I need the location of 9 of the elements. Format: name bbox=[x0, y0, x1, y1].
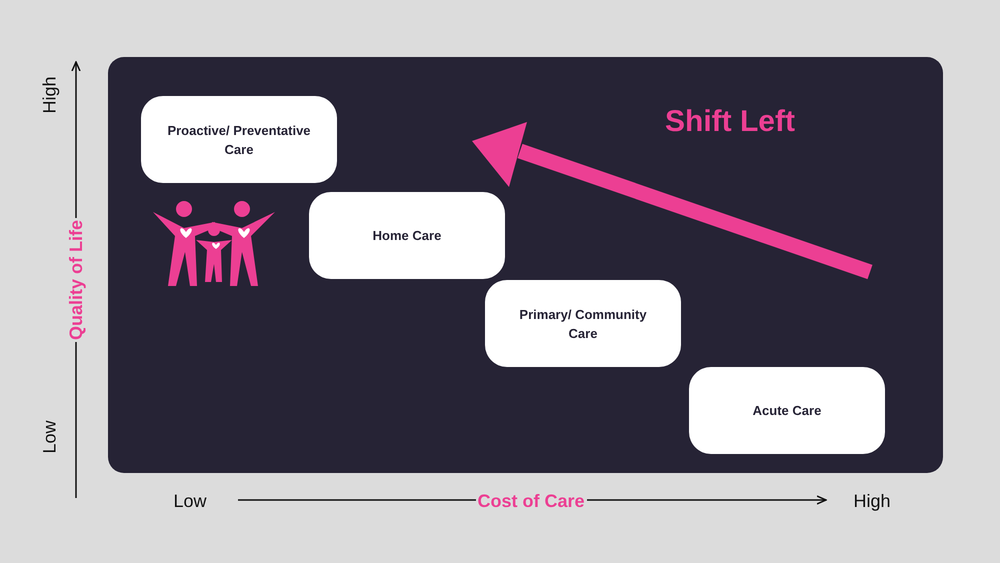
care-box bbox=[485, 280, 681, 367]
box-label: Proactive/ Preventative Care bbox=[166, 122, 312, 158]
box-label: Acute Care bbox=[752, 402, 822, 420]
shift-label: Shift Left bbox=[665, 105, 795, 139]
box-label: Home Care bbox=[372, 227, 442, 245]
box-label: Primary/ Community Care bbox=[518, 306, 648, 342]
care-box bbox=[141, 96, 337, 183]
care-box bbox=[309, 192, 505, 279]
care-box bbox=[689, 367, 885, 454]
